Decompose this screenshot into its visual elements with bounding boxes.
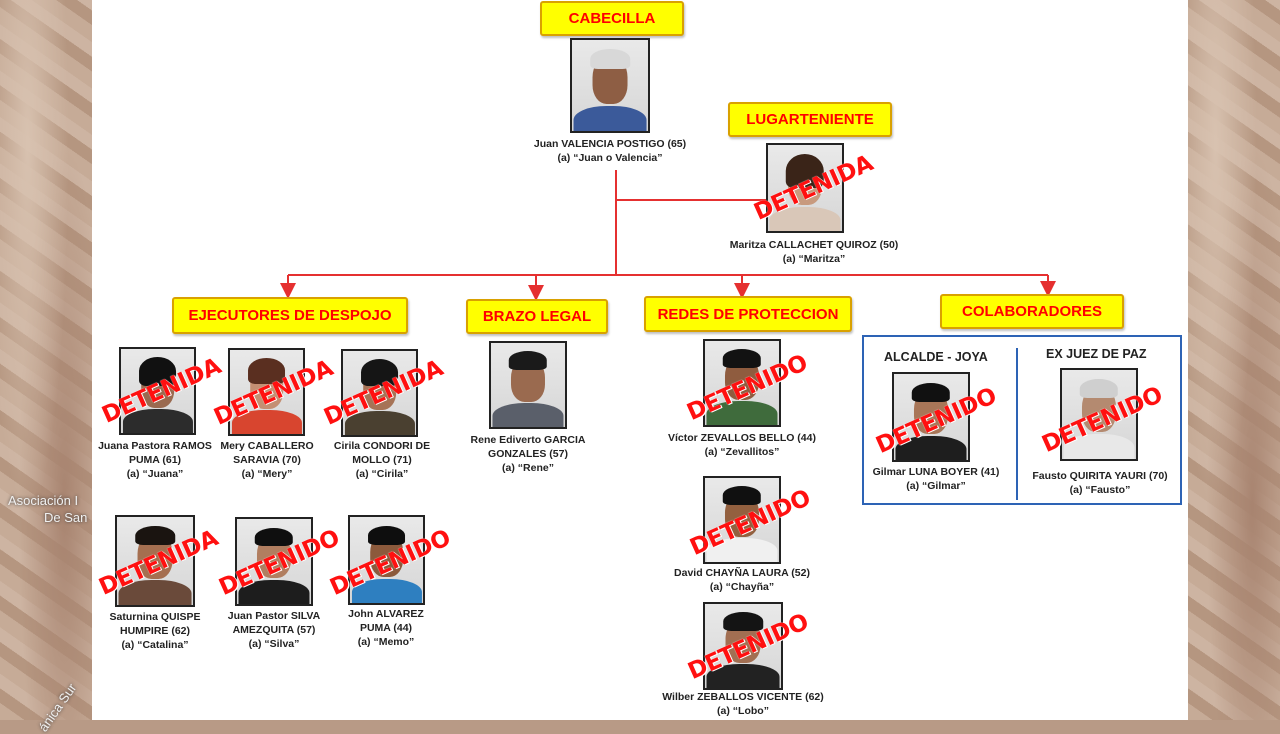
caption-mery: Mery CABALLERO SARAVIA (70) (a) “Mery” — [220, 440, 314, 480]
label-ejecutores-de-despojo: EJECUTORES DE DESPOJO — [172, 297, 408, 334]
photo-john — [348, 515, 425, 605]
photo-gilmar — [892, 372, 970, 462]
photo-david — [703, 476, 781, 564]
photo-wilber — [703, 602, 783, 690]
caption-fausto: Fausto QUIRITA YAURI (70) (a) “Fausto” — [1032, 470, 1168, 496]
subtitle-ex-juez: EX JUEZ DE PAZ — [1046, 347, 1147, 361]
photo-juana — [119, 347, 196, 435]
caption-rene: Rene Ediverto GARCIA GONZALES (57) (a) “… — [470, 434, 586, 474]
photo-maritza — [766, 143, 844, 233]
photo-juan-valencia — [570, 38, 650, 133]
photo-cirila — [341, 349, 418, 437]
caption-saturnina: Saturnina QUISPE HUMPIRE (62) (a) “Catal… — [109, 611, 201, 651]
photo-fausto — [1060, 368, 1138, 461]
label-cabecilla: CABECILLA — [540, 1, 684, 36]
caption-juan-silva: Juan Pastor SILVA AMEZQUITA (57) (a) “Si… — [227, 610, 321, 650]
caption-john: John ALVAREZ PUMA (44) (a) “Memo” — [348, 608, 424, 648]
caption-maritza: Maritza CALLACHET QUIROZ (50) (a) “Marit… — [729, 239, 899, 265]
label-redes-de-proteccion: REDES DE PROTECCION — [644, 296, 852, 332]
caption-david: David CHAYÑA LAURA (52) (a) “Chayña” — [674, 567, 810, 593]
photo-mery — [228, 348, 305, 436]
label-lugarteniente: LUGARTENIENTE — [728, 102, 892, 137]
subtitle-alcalde: ALCALDE - JOYA — [884, 350, 988, 364]
label-brazo-legal: BRAZO LEGAL — [466, 299, 608, 334]
caption-juana: Juana Pastora RAMOS PUMA (61) (a) “Juana… — [98, 440, 212, 480]
photo-juan-silva — [235, 517, 313, 606]
map-label: De San — [44, 510, 88, 525]
map-label: Asociación I — [8, 493, 79, 508]
caption-wilber: Wilber ZEBALLOS VICENTE (62) (a) “Lobo” — [662, 691, 824, 717]
photo-victor — [703, 339, 781, 427]
map-background-right — [1188, 0, 1280, 720]
label-colaboradores: COLABORADORES — [940, 294, 1124, 329]
photo-saturnina — [115, 515, 195, 607]
photo-rene — [489, 341, 567, 429]
caption-juan-valencia: Juan VALENCIA POSTIGO (65) (a) “Juan o V… — [533, 138, 687, 164]
colaboradores-divider — [1016, 348, 1018, 500]
caption-gilmar: Gilmar LUNA BOYER (41) (a) “Gilmar” — [872, 466, 1000, 492]
map-background-left — [0, 0, 92, 720]
caption-cirila: Cirila CONDORI DE MOLLO (71) (a) “Cirila… — [333, 440, 431, 480]
caption-victor: Víctor ZEVALLOS BELLO (44) (a) “Zevallit… — [668, 432, 816, 458]
